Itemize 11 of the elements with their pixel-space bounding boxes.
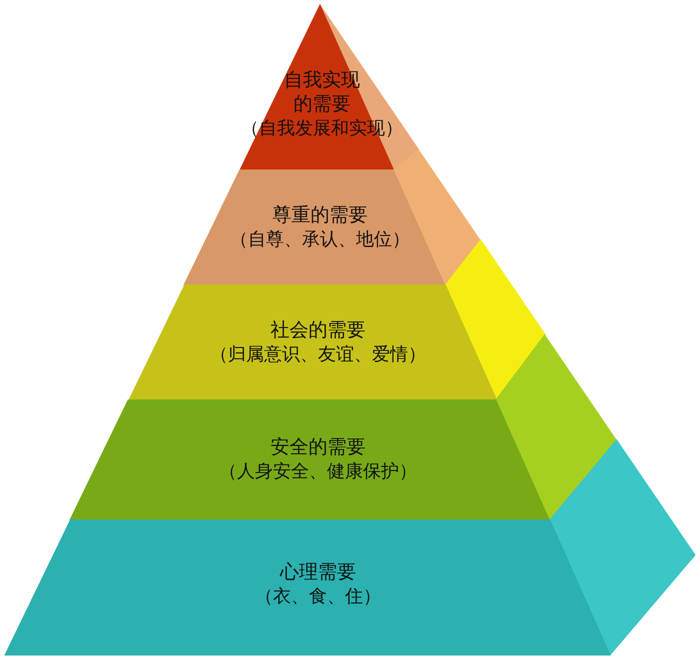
level-description: （衣、食、住） [255,585,381,609]
level-title: 尊重的需要 [271,203,368,227]
level-description: （归属意识、友谊、爱情） [210,343,426,367]
level-title: 心理需要 [278,560,357,584]
pyramid-level [184,150,480,285]
level-title: 安全的需要 [269,435,366,459]
level-description: （自我发展和实现） [240,117,403,141]
pyramid-level [240,5,419,170]
level-description: （人身安全、健康保护） [218,460,417,484]
level-description: （自尊、承认、地位） [230,228,410,252]
level-title: 社会的需要 [269,318,366,342]
